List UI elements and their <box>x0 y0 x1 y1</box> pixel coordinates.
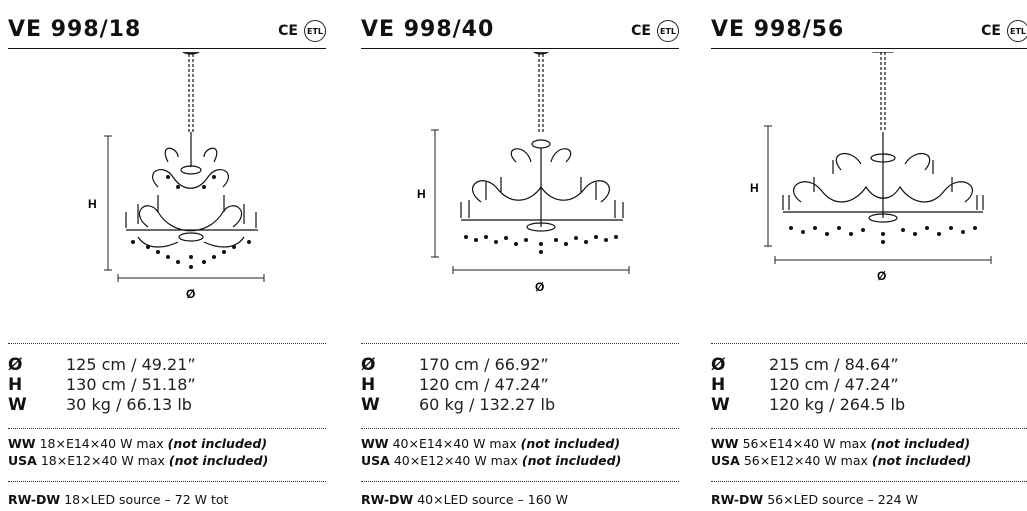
not-included-note: (not included) <box>870 436 971 451</box>
usa-label: USA <box>361 453 390 468</box>
not-included-note: (not included) <box>521 453 622 468</box>
not-included-note: (not included) <box>871 453 972 468</box>
product-column-2: VE 998/40 CE ETL H Ø <box>361 0 679 511</box>
separator <box>711 343 1027 344</box>
ce-mark-icon: CE <box>278 23 298 39</box>
ce-mark-icon: CE <box>631 23 651 39</box>
rw-value: 40×LED source – 160 W <box>417 492 568 507</box>
height-value: 130 cm / 51.18” <box>66 375 196 394</box>
separator <box>361 428 679 429</box>
ce-mark-icon: CE <box>981 23 1001 39</box>
usa-label: USA <box>8 453 37 468</box>
rw-label: RW-DW <box>361 492 414 507</box>
height-symbol: H <box>711 375 726 395</box>
rw-label: RW-DW <box>8 492 61 507</box>
height-symbol: H <box>361 375 376 395</box>
height-label: H <box>750 181 759 195</box>
ww-value: 56×E14×40 W max <box>742 436 867 451</box>
separator <box>8 481 326 482</box>
model-code: VE 998/56 <box>711 17 845 42</box>
usa-value: 40×E12×40 W max <box>393 453 518 468</box>
separator <box>361 343 679 344</box>
ww-value: 40×E14×40 W max <box>392 436 517 451</box>
certifications: CE ETL <box>981 20 1027 42</box>
height-label: H <box>417 187 426 201</box>
ww-label: WW <box>361 436 389 451</box>
weight-value: 30 kg / 66.13 lb <box>66 395 192 414</box>
bulb-specs: WW 40×E14×40 W max (not included) USA 40… <box>361 436 621 470</box>
not-included-note: (not included) <box>168 453 269 468</box>
height-value: 120 cm / 47.24” <box>769 375 899 394</box>
diameter-symbol: Ø <box>8 355 23 375</box>
separator <box>8 343 326 344</box>
model-code: VE 998/40 <box>361 17 495 42</box>
product-header: VE 998/40 CE ETL <box>361 16 679 49</box>
diameter-label: Ø <box>535 280 544 294</box>
rw-label: RW-DW <box>711 492 764 507</box>
ww-value: 18×E14×40 W max <box>39 436 164 451</box>
diameter-value: 170 cm / 66.92” <box>419 355 549 374</box>
ww-label: WW <box>8 436 36 451</box>
chandelier-drawing: H Ø <box>417 52 630 294</box>
diameter-symbol: Ø <box>711 355 726 375</box>
product-header: VE 998/18 CE ETL <box>8 16 326 49</box>
product-header: VE 998/56 CE ETL <box>711 16 1027 49</box>
separator <box>711 428 1027 429</box>
model-code: VE 998/18 <box>8 17 142 42</box>
weight-value: 60 kg / 132.27 lb <box>419 395 556 414</box>
led-spec: RW-DW 18×LED source – 72 W tot <box>8 492 228 507</box>
weight-symbol: W <box>8 395 27 415</box>
usa-value: 56×E12×40 W max <box>743 453 868 468</box>
dimension-specs: Ø 170 cm / 66.92” H 120 cm / 47.24” W 60 kg… <box>361 355 555 415</box>
height-value: 120 cm / 47.24” <box>419 375 549 394</box>
diameter-value: 215 cm / 84.64” <box>769 355 899 374</box>
dimension-specs: Ø 215 cm / 84.64” H 120 cm / 47.24” W 120 k… <box>711 355 905 415</box>
diameter-value: 125 cm / 49.21” <box>66 355 196 374</box>
not-included-note: (not included) <box>167 436 268 451</box>
weight-symbol: W <box>361 395 380 415</box>
product-column-1: VE 998/18 CE ETL H Ø <box>8 0 326 511</box>
led-spec: RW-DW 40×LED source – 160 W <box>361 492 568 507</box>
diameter-label: Ø <box>877 269 886 283</box>
weight-value: 120 kg / 264.5 lb <box>769 395 906 414</box>
led-spec: RW-DW 56×LED source – 224 W <box>711 492 918 507</box>
product-column-3: VE 998/56 CE ETL H Ø <box>711 0 1027 511</box>
separator <box>361 481 679 482</box>
bulb-specs: WW 56×E14×40 W max (not included) USA 56… <box>711 436 971 470</box>
height-label: H <box>88 197 97 211</box>
rw-value: 56×LED source – 224 W <box>767 492 918 507</box>
separator <box>711 481 1027 482</box>
chandelier-drawing: H Ø <box>88 52 265 301</box>
dimension-specs: Ø 125 cm / 49.21” H 130 cm / 51.18” W 30 kg… <box>8 355 196 415</box>
certifications: CE ETL <box>631 20 679 42</box>
certifications: CE ETL <box>278 20 326 42</box>
not-included-note: (not included) <box>520 436 621 451</box>
rw-value: 18×LED source – 72 W tot <box>64 492 229 507</box>
ww-label: WW <box>711 436 739 451</box>
separator <box>8 428 326 429</box>
etl-mark-icon: ETL <box>304 20 326 42</box>
usa-value: 18×E12×40 W max <box>40 453 165 468</box>
bulb-specs: WW 18×E14×40 W max (not included) USA 18… <box>8 436 268 470</box>
etl-mark-icon: ETL <box>657 20 679 42</box>
etl-mark-icon: ETL <box>1007 20 1027 42</box>
usa-label: USA <box>711 453 740 468</box>
diameter-symbol: Ø <box>361 355 376 375</box>
weight-symbol: W <box>711 395 730 415</box>
diameter-label: Ø <box>186 287 195 301</box>
height-symbol: H <box>8 375 23 395</box>
chandelier-drawing: H Ø <box>750 52 992 283</box>
